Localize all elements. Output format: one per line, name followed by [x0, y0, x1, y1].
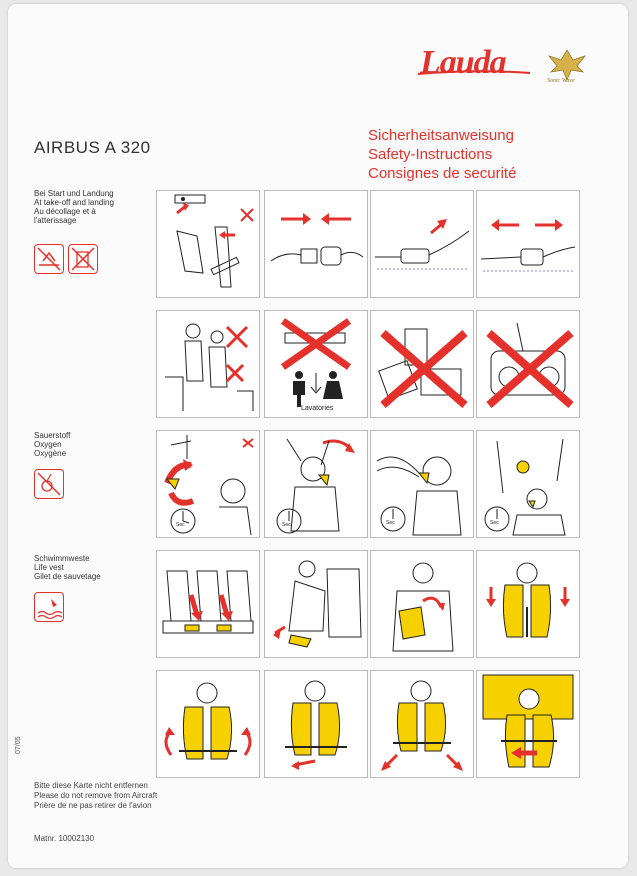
footer-line-fr: Prière de ne pas retirer de l'avion: [34, 801, 152, 810]
lifevest-line-en: Life vest: [34, 563, 64, 572]
takeoff-line-fr2: l'atterissage: [34, 216, 77, 225]
timer-label-3: Sec: [386, 520, 395, 526]
panel-vest-open-pouch: [370, 550, 474, 658]
section-oxygen-text: Sauerstoff Oxygen Oxygène: [34, 431, 70, 458]
emblem-icon: Sonic Wave: [543, 44, 591, 96]
print-date: 07/05: [15, 736, 22, 754]
section-lifevest-text: Schwimmweste Life vest Gilet de sauvetag…: [34, 554, 101, 581]
oxygen-line-fr: Oxygène: [34, 449, 67, 458]
panel-vest-under-seat: [156, 550, 260, 658]
panel-no-mobile-phones: [370, 310, 474, 418]
panel-no-radio: [476, 310, 580, 418]
panel-no-smoking-lavatories: Lavatories: [264, 310, 368, 418]
emblem-text: Sonic Wave: [547, 78, 575, 84]
heading-de: Sicherheitsanweisung: [368, 127, 514, 144]
no-electronics-icon: [68, 244, 98, 274]
oxygen-mask-icon: [34, 469, 64, 499]
takeoff-line-fr1: Au décollage et à: [34, 207, 96, 216]
panel-vest-inflate: [370, 670, 474, 778]
safety-card: Lauda Sonic Wave AIRBUS A 320 Sicherheit…: [8, 4, 628, 868]
panel-oxygen-drop: Sec: [156, 430, 260, 538]
material-number: Matnr. 10002130: [34, 834, 95, 843]
panel-vest-tighten-straps: [264, 670, 368, 778]
panel-vest-fasten-straps: [156, 670, 260, 778]
panel-vest-over-head: [476, 550, 580, 658]
section-takeoff-text: Bei Start und Landung At take-off and la…: [34, 189, 114, 225]
panel-oxygen-pull: Sec: [264, 430, 368, 538]
takeoff-line-de: Bei Start und Landung: [34, 189, 114, 198]
logo-swoosh-icon: [418, 70, 530, 75]
no-smoking-takeoff-icon: [34, 244, 64, 274]
takeoff-line-en: At take-off and landing: [34, 198, 114, 207]
timer-label-4: Sec: [490, 520, 499, 526]
oxygen-line-de: Sauerstoff: [34, 431, 71, 440]
panel-release-belt: [476, 190, 580, 298]
panel-no-standing: [156, 310, 260, 418]
panel-tighten-belt: [370, 190, 474, 298]
panel-seat-upright: [156, 190, 260, 298]
footer-line-en: Please do not remove from Aircraft: [34, 791, 158, 800]
lifevest-line-fr: Gilet de sauvetage: [34, 572, 101, 581]
panel-oxygen-help-child: Sec: [476, 430, 580, 538]
card-headings: Sicherheitsanweisung Safety-Instructions…: [368, 126, 516, 183]
panel-fasten-belt: [264, 190, 368, 298]
footer-line-de: Bitte diese Karte nicht entfernen: [34, 781, 148, 790]
aircraft-type: AIRBUS A 320: [34, 138, 151, 157]
lavatories-label: Lavatories: [301, 405, 334, 412]
heading-en: Safety-Instructions: [368, 146, 493, 163]
panel-vest-child: [476, 670, 580, 778]
oxygen-line-en: Oxygen: [34, 440, 62, 449]
timer-label-2: Sec: [282, 522, 291, 528]
panel-vest-pull-out: [264, 550, 368, 658]
heading-fr: Consignes de securité: [368, 165, 517, 182]
panel-oxygen-mask-on: Sec: [370, 430, 474, 538]
footer-notice: Bitte diese Karte nicht entfernen Please…: [34, 781, 157, 811]
lauda-logo: Lauda: [420, 44, 507, 81]
lifevest-line-de: Schwimmweste: [34, 554, 90, 563]
timer-label-1: Sec: [176, 522, 185, 528]
life-vest-icon: [34, 592, 64, 622]
